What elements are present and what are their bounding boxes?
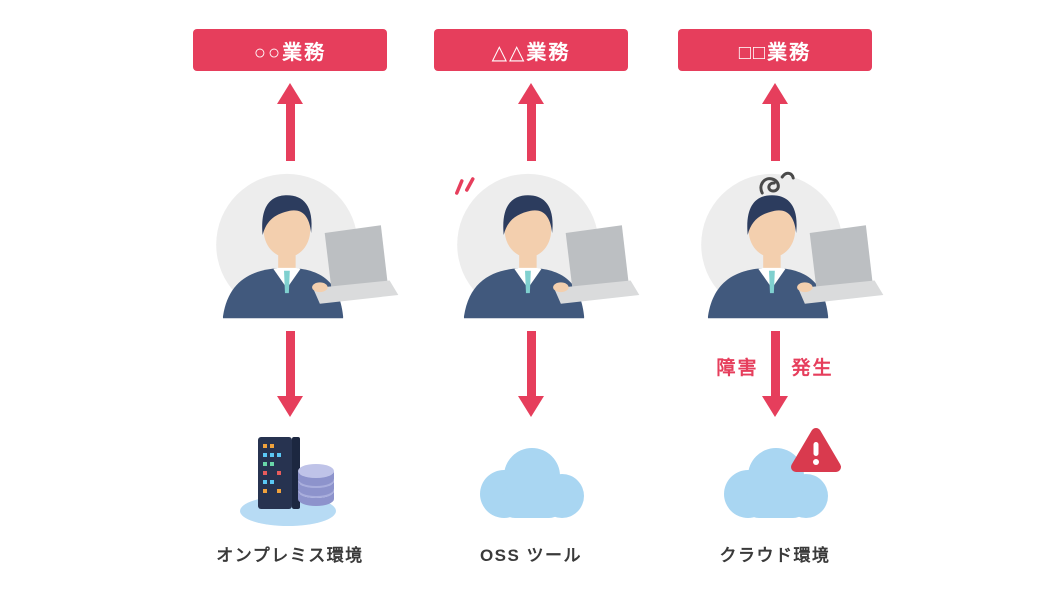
person-at-laptop-icon <box>701 173 884 319</box>
warning-triangle-icon <box>791 428 841 472</box>
worker-illustration-onpremise <box>193 171 399 321</box>
cloud-icon-zone <box>678 428 872 529</box>
worker-illustration-oss <box>434 171 640 321</box>
down-arrow-zone: 障害 発生 <box>678 321 872 425</box>
up-arrow-zone <box>678 71 872 171</box>
onpremise-icon-zone <box>193 433 387 529</box>
down-arrow <box>761 331 788 417</box>
column-cloud: □□業務 障害 発生 <box>678 29 884 566</box>
incident-label-left: 障害 <box>716 358 759 379</box>
task-banner-oss: △△業務 <box>434 29 628 71</box>
column-oss: △△業務 <box>434 29 640 566</box>
down-arrow <box>517 331 544 417</box>
server-database-icon <box>240 437 336 526</box>
caption-oss: OSS ツール <box>479 546 583 565</box>
surprise-marks-icon <box>455 177 475 195</box>
down-arrow <box>276 331 303 417</box>
person-at-laptop-icon <box>216 173 399 319</box>
task-banner-cloud: □□業務 <box>678 29 872 71</box>
cloud-icon <box>724 448 828 518</box>
up-arrow <box>761 83 788 161</box>
up-arrow-zone <box>434 71 628 171</box>
task-banner-onpremise: ○○業務 <box>193 29 387 71</box>
column-onpremise: ○○業務 <box>193 29 399 566</box>
cloud-icon <box>480 448 584 518</box>
oss-icon-zone <box>434 433 628 529</box>
up-arrow <box>276 83 303 161</box>
person-at-laptop-icon <box>457 173 640 319</box>
up-arrow-zone <box>193 71 387 171</box>
up-arrow <box>517 83 544 161</box>
worker-illustration-cloud <box>678 171 884 321</box>
down-arrow-zone <box>193 321 387 425</box>
down-arrow-zone <box>434 321 628 425</box>
frustration-squiggle-icon <box>759 171 795 195</box>
incident-label-right: 発生 <box>791 358 834 379</box>
caption-onpremise: オンプレミス環境 <box>216 546 364 565</box>
caption-cloud: クラウド環境 <box>719 546 831 565</box>
